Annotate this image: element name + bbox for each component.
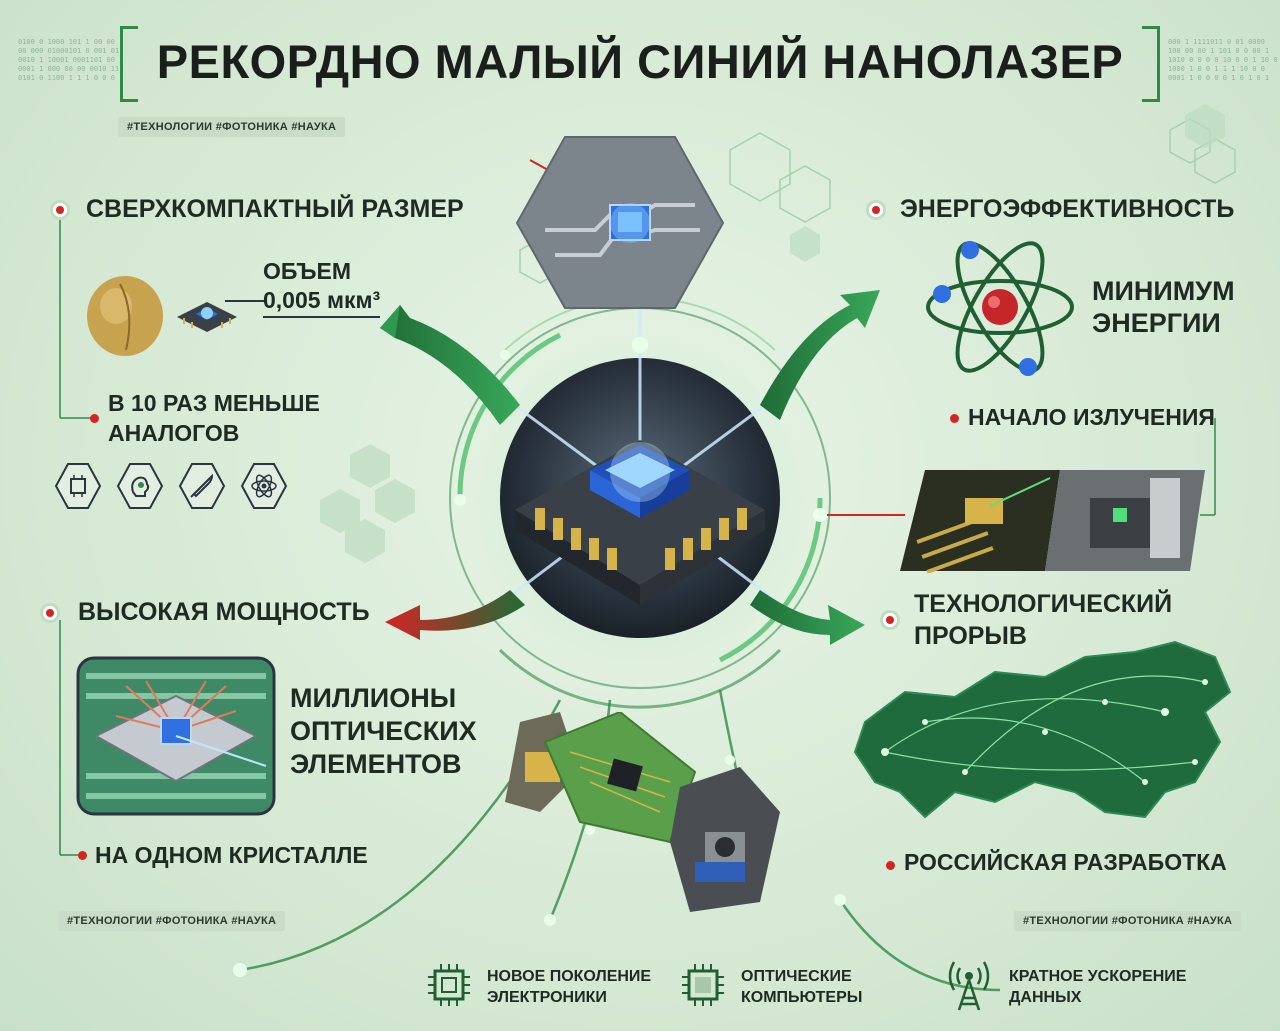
volume-label: ОБЪЕМ [263,258,352,284]
bottom-item-3-line1: КРАТНОЕ УСКОРЕНИЕ [1009,968,1187,985]
title-bracket-left [120,26,138,102]
breakthrough-heading-line2: ПРОРЫВ [914,622,1027,650]
energy-heading: ЭНЕРГОЭФФЕКТИВНОСТЬ [900,195,1235,223]
section-marker-energy [866,200,886,220]
bottom-item-2-line1: ОПТИЧЕСКИЕ [741,968,852,985]
section-marker-power [40,603,60,623]
breakthrough-heading-line1: ТЕХНОЛОГИЧЕСКИЙ [914,590,1173,618]
antenna-icon [948,961,990,1011]
seed-image [87,276,163,356]
red-bullet [886,861,895,870]
hashtags-bottom-right: #ТЕХНОЛОГИИ #ФОТОНИКА #НАУКА [1014,911,1242,931]
less-than-analogs-line2: АНАЛОГОВ [108,420,240,446]
one-crystal: НА ОДНОМ КРИСТАЛЛЕ [95,842,368,868]
volume-value: 0,005 мкм³ [263,287,381,318]
waveguide-chip-image [515,136,725,309]
hashtags-bottom-left: #ТЕХНОЛОГИИ #ФОТОНИКА #НАУКА [58,911,286,931]
millions-line2: ОПТИЧЕСКИХ [290,716,477,746]
optical-elements-chip [76,656,276,816]
less-than-analogs-line1: В 10 РАЗ МЕНЬШЕ [108,390,320,416]
section-marker-breakthrough [880,610,900,630]
russia-map [853,640,1232,819]
min-energy-line2: ЭНЕРГИИ [1092,308,1221,338]
power-heading: ВЫСОКАЯ МОЩНОСТЬ [78,598,370,626]
red-bullet [950,414,959,423]
red-bullet [78,851,87,860]
millions-line3: ЭЛЕМЕНТОВ [290,749,462,779]
title-bracket-right [1142,26,1160,102]
title-block: РЕКОРДНО МАЛЫЙ СИНИЙ НАНОЛАЗЕР [120,26,1160,102]
emission-start: НАЧАЛО ИЗЛУЧЕНИЯ [968,404,1215,430]
millions-line1: МИЛЛИОНЫ [290,683,457,713]
brain-icon [116,463,164,509]
central-nanolaser-chip [515,440,765,605]
red-bullet [90,414,99,423]
binary-decoration-left: 0100 0 1000 101 1 00 00 00 000 01000101 … [18,38,120,82]
bottom-item-2-line2: КОМПЬЮТЕРЫ [741,989,863,1006]
chip-icon [54,463,102,509]
atom-illustration [926,241,1074,376]
atom-icon [240,463,288,509]
electronics-photos [505,712,780,912]
binary-decoration-right: 000 1 1111011 0 01 0000 100 00 00 1 101 … [1168,38,1278,82]
section-marker-compact [50,200,70,220]
bottom-item-3-line2: ДАННЫХ [1009,989,1082,1006]
compact-icons-row [54,462,288,510]
lab-photos [900,470,1205,573]
processor-icon [682,964,724,1006]
page-title: РЕКОРДНО МАЛЫЙ СИНИЙ НАНОЛАЗЕР [156,35,1124,88]
rocket-icon [178,463,226,509]
bottom-item-1-line1: НОВОЕ ПОКОЛЕНИЕ [487,968,652,985]
volume-pointer [225,300,265,302]
min-energy-line1: МИНИМУМ [1092,276,1235,306]
russian-development: РОССИЙСКАЯ РАЗРАБОТКА [904,849,1227,875]
chip-icon [428,964,470,1006]
bottom-item-1-line2: ЭЛЕКТРОНИКИ [487,989,607,1006]
tiny-chip-image [177,302,237,332]
compact-heading: СВЕРХКОМПАКТНЫЙ РАЗМЕР [86,195,464,223]
hashtags-top: #ТЕХНОЛОГИИ #ФОТОНИКА #НАУКА [118,117,346,137]
